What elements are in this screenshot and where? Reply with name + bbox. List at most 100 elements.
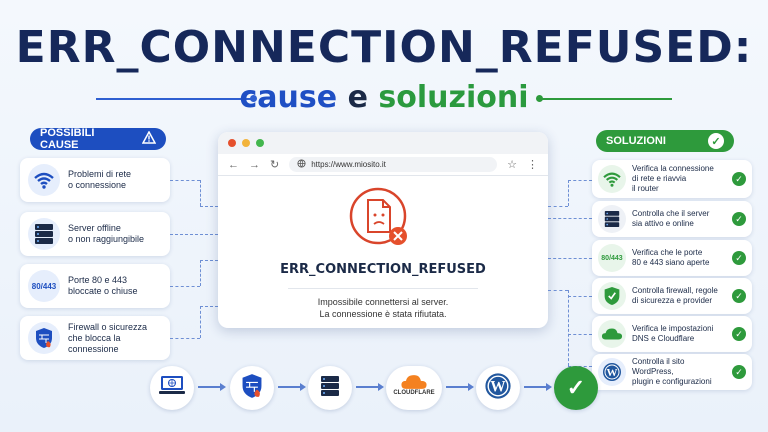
cause-card-ports: 80/443 Porte 80 e 443 bloccate o chiuse bbox=[20, 264, 170, 308]
cause-line: Server offline bbox=[68, 223, 121, 233]
solution-line: Controlla firewall, regole bbox=[632, 286, 718, 295]
cloud-icon bbox=[598, 320, 626, 348]
causes-header: POSSIBILI CAUSE bbox=[30, 127, 166, 151]
solution-line: sia attivo e online bbox=[632, 219, 694, 228]
subtitle-line-right bbox=[542, 98, 672, 100]
connector bbox=[548, 290, 568, 291]
solution-card-server: Controlla che il server sia attivo e onl… bbox=[592, 201, 752, 237]
flow-server-node bbox=[308, 366, 352, 410]
solution-text: Controlla il sito WordPress, plugin e co… bbox=[632, 357, 726, 387]
minimize-dot[interactable] bbox=[242, 139, 250, 147]
flow-success-node: ✓ bbox=[554, 366, 598, 410]
maximize-dot[interactable] bbox=[256, 139, 264, 147]
causes-header-label: POSSIBILI CAUSE bbox=[40, 127, 95, 151]
back-icon[interactable]: ← bbox=[228, 158, 239, 171]
menu-icon[interactable]: ⋮ bbox=[527, 159, 538, 171]
forward-icon[interactable]: → bbox=[249, 158, 260, 171]
shield-icon bbox=[598, 282, 626, 310]
cloudflare-icon: CLOUDFLARE bbox=[386, 366, 442, 410]
connector bbox=[568, 334, 592, 335]
flow-arrow bbox=[198, 383, 226, 391]
solution-card-firewall: Controlla firewall, regole di sicurezza … bbox=[592, 278, 752, 314]
cause-line: o non raggiungibile bbox=[68, 234, 145, 244]
error-illustration bbox=[348, 186, 408, 246]
computer-icon bbox=[159, 375, 185, 402]
connector bbox=[170, 338, 200, 339]
connector bbox=[568, 296, 592, 297]
solution-line: Controlla il sito WordPress, bbox=[632, 357, 685, 376]
solution-line: DNS e Cloudflare bbox=[632, 334, 695, 343]
warning-icon bbox=[141, 130, 157, 147]
connector bbox=[200, 180, 201, 206]
ports-badge: 80/443 bbox=[601, 254, 623, 262]
divider bbox=[288, 288, 478, 289]
error-message-line: La connessione è stata rifiutata. bbox=[319, 309, 447, 319]
solution-line: plugin e configurazioni bbox=[632, 377, 712, 386]
solution-line: Verifica le impostazioni bbox=[632, 324, 714, 333]
page-title: ERR_CONNECTION_REFUSED: bbox=[15, 22, 753, 73]
check-icon: ✓ bbox=[732, 365, 746, 379]
cause-text: Server offline o non raggiungibile bbox=[68, 223, 144, 245]
solutions-header-label: SOLUZIONI bbox=[606, 135, 666, 147]
cause-card-firewall: Firewall o sicurezza che blocca la conne… bbox=[20, 316, 170, 360]
subtitle-and: e bbox=[347, 80, 368, 115]
connector bbox=[568, 290, 569, 366]
browser-titlebar bbox=[218, 132, 548, 154]
connector bbox=[548, 258, 592, 259]
page-subtitle: cause e soluzioni bbox=[0, 80, 768, 115]
flow-wordpress-node: W bbox=[476, 366, 520, 410]
subtitle-line-left bbox=[96, 98, 254, 100]
connector bbox=[170, 234, 218, 235]
globe-icon bbox=[297, 159, 306, 170]
cause-line: o connessione bbox=[68, 180, 127, 190]
solution-line: 80 e 443 siano aperte bbox=[632, 258, 710, 267]
cause-line: Firewall o sicurezza bbox=[68, 321, 148, 332]
wordpress-icon: W bbox=[598, 358, 626, 386]
cause-line: Porte 80 e 443 bbox=[68, 275, 128, 285]
star-icon[interactable]: ☆ bbox=[507, 159, 517, 171]
solution-line: di rete e riavvia bbox=[632, 174, 687, 183]
subtitle-dot-right bbox=[536, 95, 543, 102]
solution-line: di sicurezza e provider bbox=[632, 296, 713, 305]
subtitle-solutions: soluzioni bbox=[378, 80, 529, 115]
connector bbox=[568, 180, 569, 206]
solution-text: Controlla che il server sia attivo e onl… bbox=[632, 209, 726, 229]
solution-line: Verifica che le porte bbox=[632, 248, 703, 257]
solution-line: il router bbox=[632, 184, 659, 193]
flow-computer-node bbox=[150, 366, 194, 410]
error-message: Impossibile connettersi al server. La co… bbox=[218, 296, 548, 320]
subtitle-cause: cause bbox=[239, 80, 338, 115]
solution-card-wordpress: W Controlla il sito WordPress, plugin e … bbox=[592, 354, 752, 390]
check-icon: ✓ bbox=[732, 212, 746, 226]
connector bbox=[200, 206, 218, 207]
cause-card-server: Server offline o non raggiungibile bbox=[20, 212, 170, 256]
reload-icon[interactable]: ↻ bbox=[270, 159, 280, 171]
browser-toolbar: ← → ↻ https://www.miosito.it ☆ ⋮ bbox=[218, 154, 548, 176]
solution-card-dns: Verifica le impostazioni DNS e Cloudflar… bbox=[592, 316, 752, 352]
error-code: ERR_CONNECTION_REFUSED bbox=[280, 262, 486, 277]
cause-text: Firewall o sicurezza che blocca la conne… bbox=[68, 322, 170, 355]
solution-line: Controlla che il server bbox=[632, 209, 710, 218]
cause-card-network: Problemi di rete o connessione bbox=[20, 158, 170, 202]
firewall-icon bbox=[28, 322, 60, 354]
connector bbox=[548, 218, 592, 219]
connector bbox=[568, 180, 592, 181]
solution-card-network: Verifica la connessione di rete e riavvi… bbox=[592, 160, 752, 198]
check-icon: ✓ bbox=[708, 133, 724, 149]
svg-text:W: W bbox=[490, 378, 506, 395]
address-bar[interactable]: https://www.miosito.it bbox=[289, 157, 498, 172]
server-icon bbox=[28, 218, 60, 250]
check-icon: ✓ bbox=[732, 327, 746, 341]
solution-text: Verifica la connessione di rete e riavvi… bbox=[632, 164, 726, 194]
check-icon: ✓ bbox=[732, 172, 746, 186]
flow-firewall-node bbox=[230, 366, 274, 410]
ports-badge: 80/443 bbox=[31, 281, 57, 291]
close-dot[interactable] bbox=[228, 139, 236, 147]
solution-text: Verifica che le porte 80 e 443 siano ape… bbox=[632, 248, 726, 268]
flow-arrow bbox=[446, 383, 474, 391]
cause-line: che blocca la connessione bbox=[68, 332, 121, 354]
subtitle-dot-left bbox=[250, 95, 257, 102]
url-text: https://www.miosito.it bbox=[311, 160, 386, 169]
connector bbox=[200, 260, 218, 261]
connector bbox=[170, 180, 200, 181]
